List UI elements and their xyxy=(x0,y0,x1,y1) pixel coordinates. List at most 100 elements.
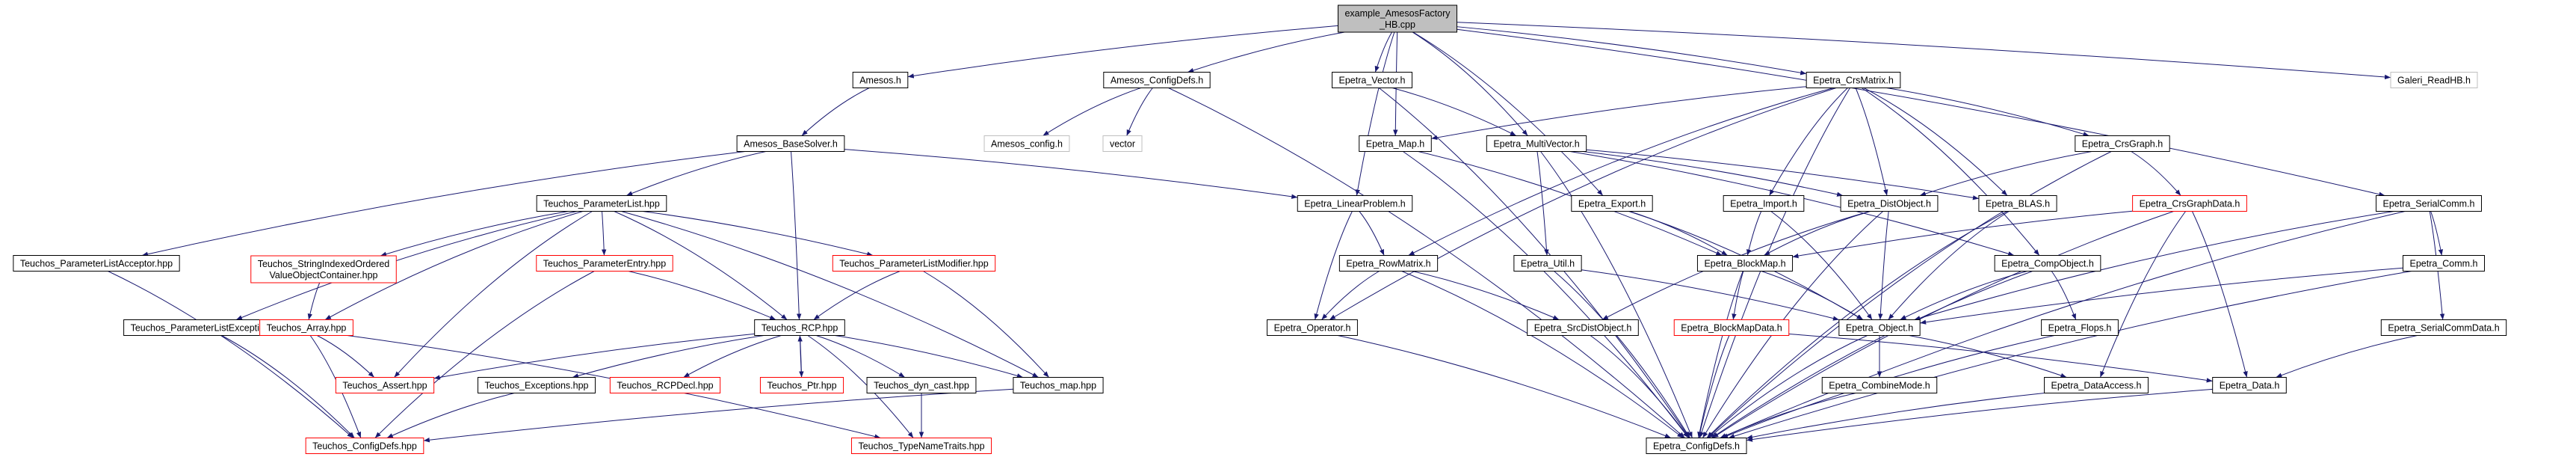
edge-root-to-epetra-vector xyxy=(1374,31,1392,73)
node-teuchos-plmodifier[interactable]: Teuchos_ParameterListModifier.hpp xyxy=(832,255,996,272)
node-label: Epetra_BlockMap.h xyxy=(1704,259,1785,269)
node-epetra-flops[interactable]: Epetra_Flops.h xyxy=(2041,319,2119,336)
node-teuchos-map[interactable]: Teuchos_map.hpp xyxy=(1013,377,1104,393)
node-epetra-serialcommdata[interactable]: Epetra_SerialCommData.h xyxy=(2380,319,2507,336)
node-box xyxy=(2376,195,2482,212)
node-teuchos-exceptions[interactable]: Teuchos_Exceptions.hpp xyxy=(478,377,596,393)
node-amesos-config[interactable]: Amesos_config.h xyxy=(983,135,1070,152)
node-vector[interactable]: vector xyxy=(1102,135,1143,152)
node-label: Teuchos_TypeNameTraits.hpp xyxy=(858,441,984,452)
node-teuchos-configdefs[interactable]: Teuchos_ConfigDefs.hpp xyxy=(305,438,424,454)
node-epetra-linearproblem[interactable]: Epetra_LinearProblem.h xyxy=(1297,195,1413,212)
edge-epetra-blockmap-to-epetra-object xyxy=(1761,271,1864,320)
edge-epetra-blockmap-to-epetra-blockmapdata xyxy=(1732,271,1744,320)
node-box xyxy=(1978,195,2057,212)
edge-epetra-map-to-epetra-configdefs xyxy=(1403,151,1689,438)
node-box xyxy=(1297,195,1413,212)
edge-epetra-distobject-to-epetra-configdefs xyxy=(1702,211,1883,438)
edge-root-to-amesos-configdefs xyxy=(1187,31,1345,73)
node-epetra-vector[interactable]: Epetra_Vector.h xyxy=(1332,72,1412,88)
node-galeri-readhb[interactable]: Galeri_ReadHB.h xyxy=(2390,72,2478,88)
node-label: Epetra_MultiVector.h xyxy=(1493,139,1579,150)
edge-epetra-multivector-to-epetra-configdefs xyxy=(1540,151,1693,438)
node-teuchos-assert[interactable]: Teuchos_Assert.hpp xyxy=(335,377,435,393)
node-teuchos-rcpdecl[interactable]: Teuchos_RCPDecl.hpp xyxy=(609,377,721,393)
node-epetra-srcdistobject[interactable]: Epetra_SrcDistObject.h xyxy=(1527,319,1639,336)
node-teuchos-plaacceptor[interactable]: Teuchos_ParameterListAcceptor.hpp xyxy=(13,255,180,272)
node-teuchos-ptr[interactable]: Teuchos_Ptr.hpp xyxy=(759,377,844,393)
node-label: example_AmesosFactory xyxy=(1344,8,1451,19)
node-label: Epetra_SrcDistObject.h xyxy=(1534,323,1632,334)
node-epetra-compobject[interactable]: Epetra_CompObject.h xyxy=(1994,255,2101,272)
node-epetra-export[interactable]: Epetra_Export.h xyxy=(1571,195,1653,212)
node-box xyxy=(478,377,596,393)
edge-teuchos-parameterlist-to-teuchos-rcp xyxy=(614,211,788,320)
edge-epetra-dataaccess-to-epetra-configdefs xyxy=(1746,393,2045,440)
edge-teuchos-plmodifier-to-teuchos-rcp xyxy=(813,271,901,320)
edge-root-to-epetra-multivector xyxy=(1412,31,1528,136)
node-epetra-map[interactable]: Epetra_Map.h xyxy=(1359,135,1432,152)
edge-epetra-serialcomm-to-epetra-comm xyxy=(2430,211,2444,256)
node-box xyxy=(305,438,424,454)
node-epetra-crsgraphdata[interactable]: Epetra_CrsGraphData.h xyxy=(2132,195,2247,212)
node-epetra-serialcomm[interactable]: Epetra_SerialComm.h xyxy=(2376,195,2482,212)
node-epetra-util[interactable]: Epetra_Util.h xyxy=(1513,255,1582,272)
edge-amesos-h-to-amesos-basesolver xyxy=(801,88,870,136)
node-teuchos-typenametraits[interactable]: Teuchos_TypeNameTraits.hpp xyxy=(850,438,992,454)
node-label: Teuchos_Assert.hpp xyxy=(342,381,427,391)
edge-teuchos-exceptions-to-teuchos-configdefs xyxy=(386,393,515,438)
node-teuchos-dyncast[interactable]: Teuchos_dyn_cast.hpp xyxy=(866,377,977,393)
edge-teuchos-parameterlist-to-teuchos-strindexed xyxy=(380,211,569,257)
node-label: Teuchos_Exceptions.hpp xyxy=(485,381,589,391)
edge-teuchos-parameterlist-to-teuchos-plmodifier xyxy=(642,211,874,257)
node-epetra-crsmatrix[interactable]: Epetra_CrsMatrix.h xyxy=(1806,72,1901,88)
edge-root-to-amesos-h xyxy=(907,25,1338,79)
node-epetra-configdefs[interactable]: Epetra_ConfigDefs.h xyxy=(1646,438,1747,454)
edge-teuchos-parameterlist-to-teuchos-assert xyxy=(394,211,593,378)
node-teuchos-array[interactable]: Teuchos_Array.hpp xyxy=(259,319,353,336)
node-epetra-blockmapdata[interactable]: Epetra_BlockMapData.h xyxy=(1673,319,1790,336)
node-epetra-dataaccess[interactable]: Epetra_DataAccess.h xyxy=(2044,377,2149,393)
node-amesos-h[interactable]: Amesos.h xyxy=(852,72,909,88)
node-box xyxy=(1527,319,1639,336)
node-epetra-blas[interactable]: Epetra_BLAS.h xyxy=(1978,195,2057,212)
node-box xyxy=(1103,72,1211,88)
node-epetra-crsgraph[interactable]: Epetra_CrsGraph.h xyxy=(2075,135,2170,152)
node-box xyxy=(609,377,721,393)
edge-epetra-data-to-epetra-configdefs xyxy=(1746,388,2213,442)
node-teuchos-parameterentry[interactable]: Teuchos_ParameterEntry.hpp xyxy=(536,255,673,272)
node-label: ValueObjectContainer.hpp xyxy=(269,270,377,280)
node-box xyxy=(1696,255,1794,272)
node-epetra-object[interactable]: Epetra_Object.h xyxy=(1838,319,1921,336)
edge-epetra-crsmatrix-to-epetra-map xyxy=(1431,86,1807,141)
edge-teuchos-plaacceptor-to-teuchos-configdefs xyxy=(108,271,353,438)
node-label: Epetra_Object.h xyxy=(1846,323,1913,334)
node-box xyxy=(536,255,673,272)
node-epetra-distobject[interactable]: Epetra_DistObject.h xyxy=(1840,195,1939,212)
edge-teuchos-rcp-to-teuchos-assert xyxy=(433,333,755,380)
node-box xyxy=(1821,377,1938,393)
node-epetra-import[interactable]: Epetra_Import.h xyxy=(1723,195,1805,212)
node-epetra-multivector[interactable]: Epetra_MultiVector.h xyxy=(1486,135,1587,152)
node-amesos-configdefs[interactable]: Amesos_ConfigDefs.h xyxy=(1103,72,1211,88)
edge-root-to-galeri-readhb xyxy=(1457,22,2391,80)
node-amesos-basesolver[interactable]: Amesos_BaseSolver.h xyxy=(736,135,845,152)
node-root[interactable]: example_AmesosFactory_HB.cpp xyxy=(1337,4,1458,33)
node-epetra-data[interactable]: Epetra_Data.h xyxy=(2212,377,2287,393)
node-box xyxy=(1332,72,1412,88)
node-label: Epetra_CombineMode.h xyxy=(1829,381,1930,391)
node-epetra-comm[interactable]: Epetra_Comm.h xyxy=(2402,255,2486,272)
node-teuchos-parameterlist[interactable]: Teuchos_ParameterList.hpp xyxy=(536,195,667,212)
edge-epetra-import-to-epetra-blockmap xyxy=(1746,211,1762,256)
edge-teuchos-plmodifier-to-teuchos-map xyxy=(923,271,1049,378)
node-epetra-operator[interactable]: Epetra_Operator.h xyxy=(1267,319,1358,336)
node-label: Teuchos_map.hpp xyxy=(1020,381,1096,391)
node-label: Epetra_Comm.h xyxy=(2409,259,2477,269)
node-epetra-combinemode[interactable]: Epetra_CombineMode.h xyxy=(1821,377,1938,393)
node-epetra-blockmap[interactable]: Epetra_BlockMap.h xyxy=(1696,255,1794,272)
edge-epetra-object-to-epetra-configdefs xyxy=(1708,335,1868,438)
node-teuchos-rcp[interactable]: Teuchos_RCP.hpp xyxy=(754,319,845,336)
node-epetra-rowmatrix[interactable]: Epetra_RowMatrix.h xyxy=(1338,255,1439,272)
node-label: Teuchos_StringIndexedOrdered xyxy=(258,259,390,269)
node-teuchos-strindexed[interactable]: Teuchos_StringIndexedOrderedValueObjectC… xyxy=(250,255,397,283)
